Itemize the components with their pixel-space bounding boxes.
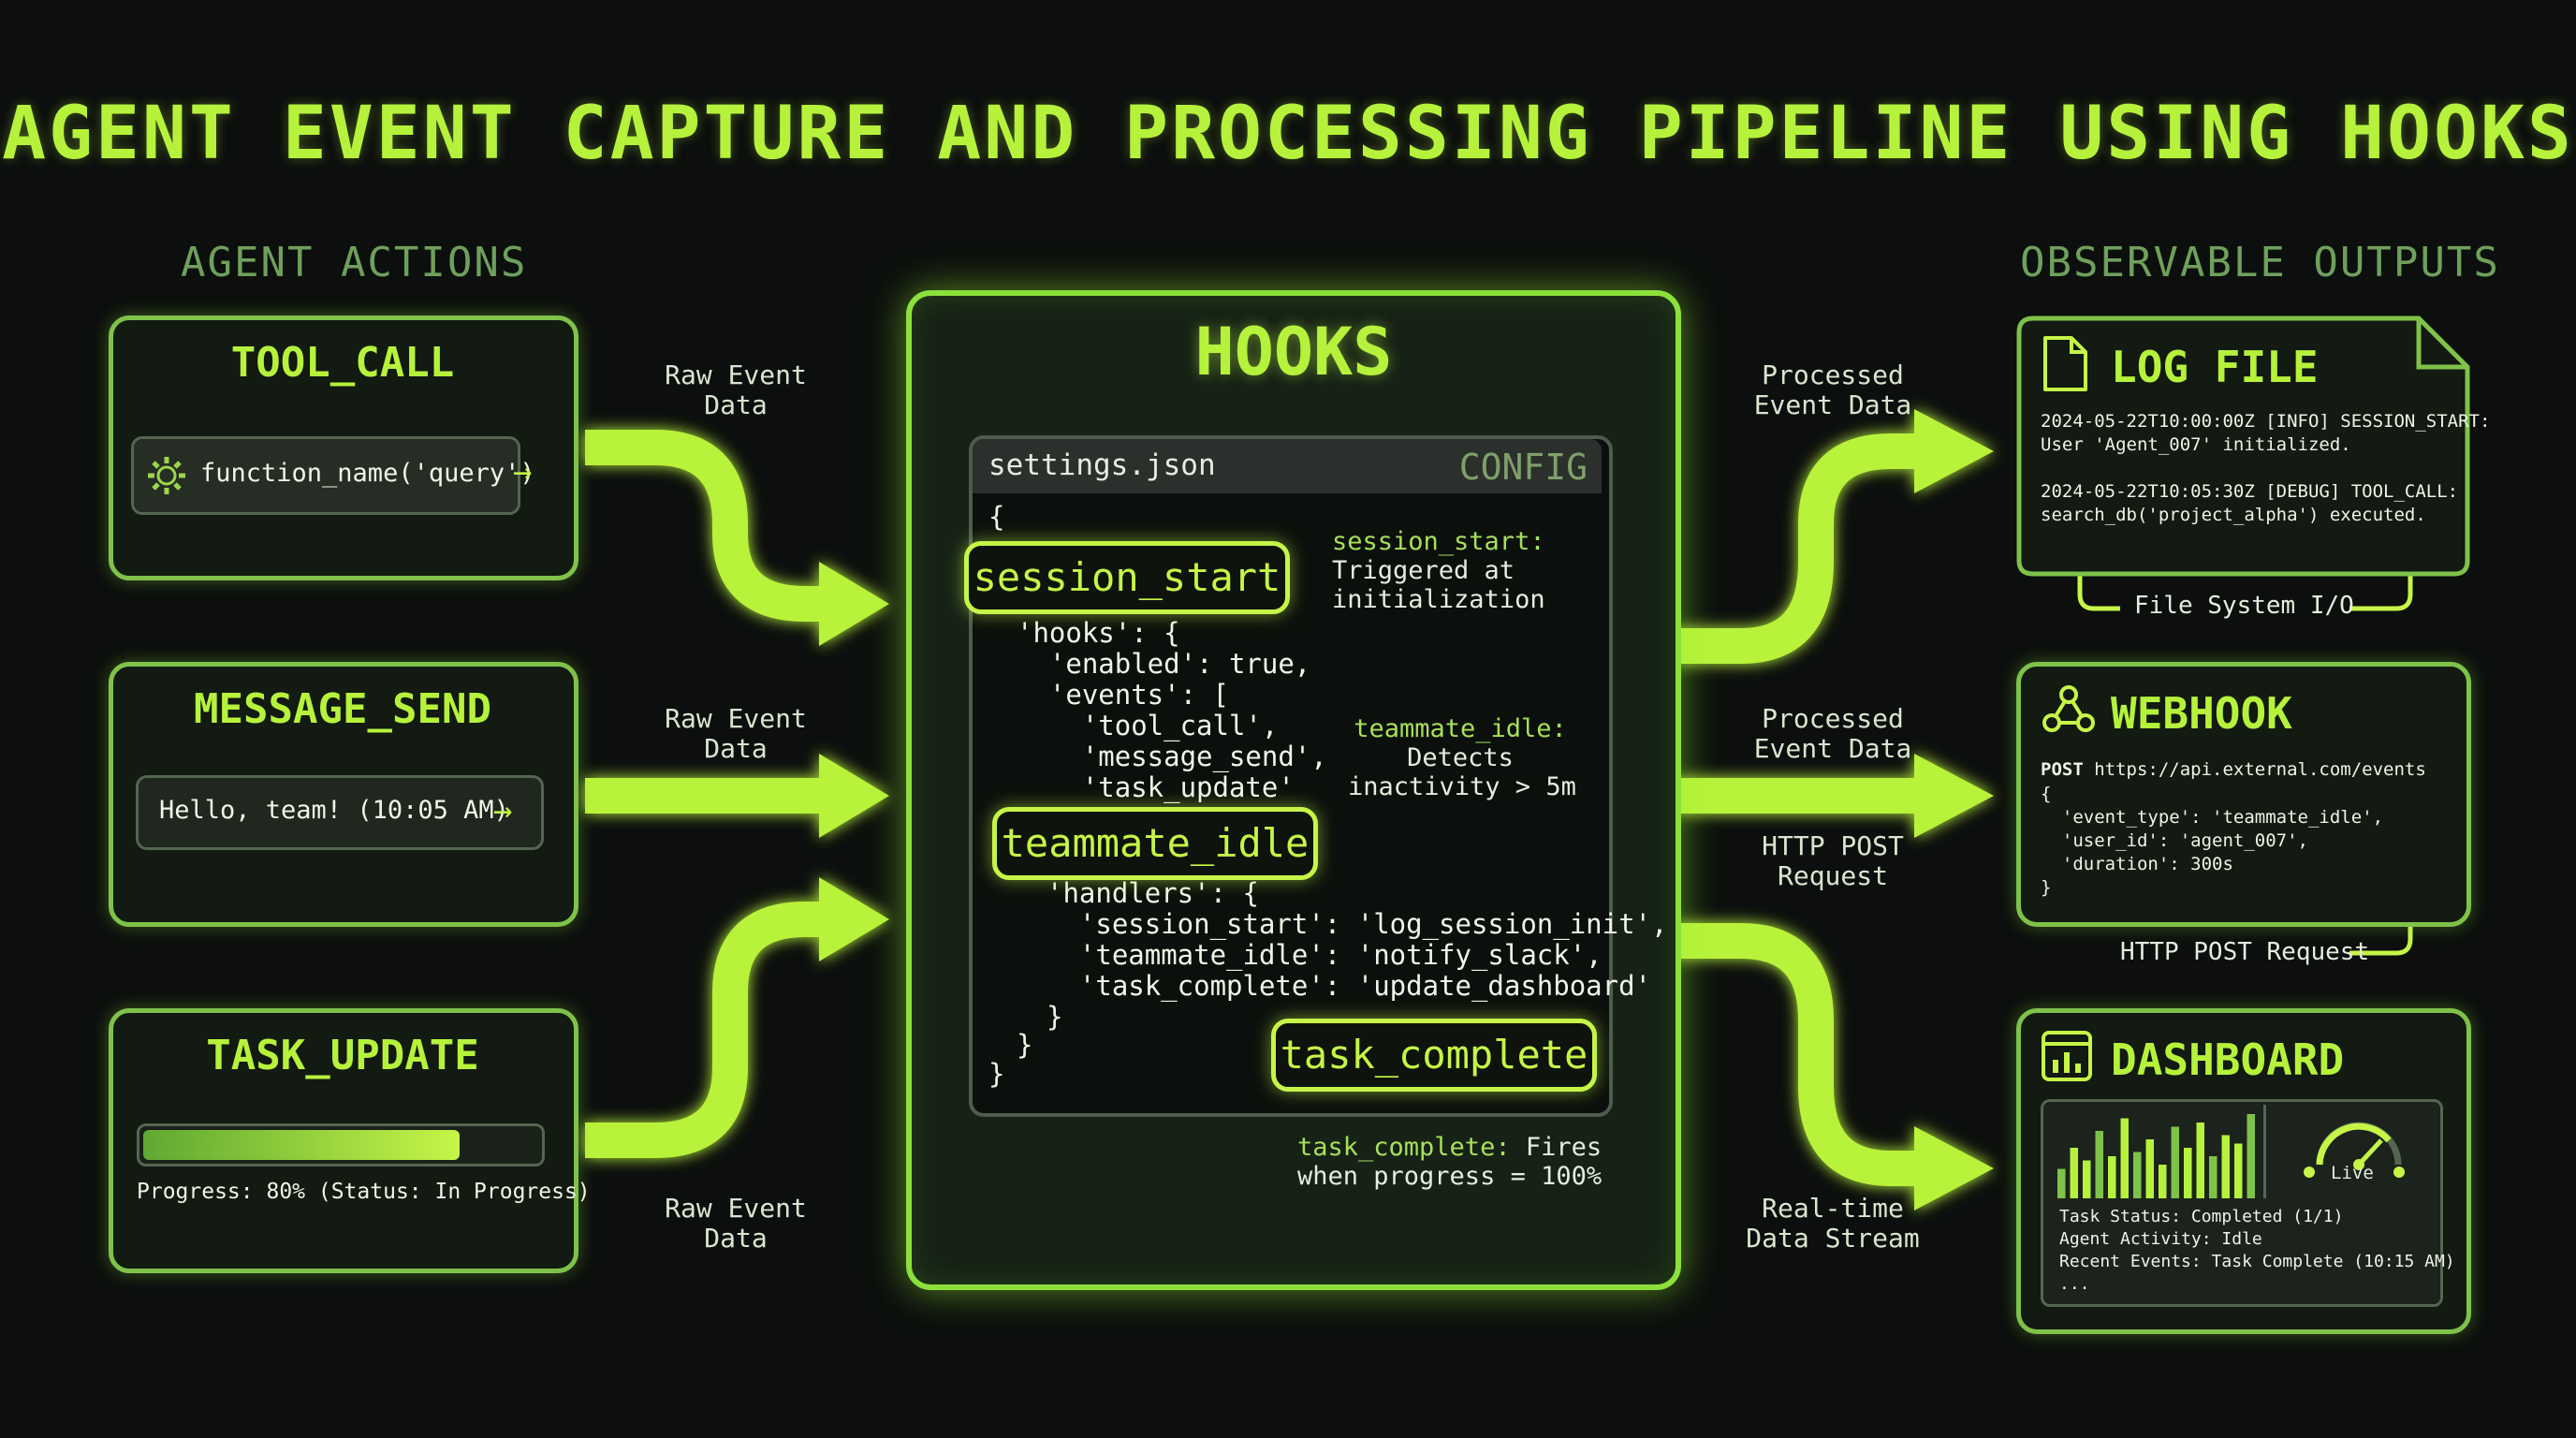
dashboard-title: DASHBOARD [2111, 1034, 2345, 1085]
log-file-title: LOG FILE [2111, 342, 2319, 392]
hook-session-start: session_start [964, 541, 1290, 614]
hook-task-complete: task_complete [1271, 1019, 1597, 1092]
annotation-teammate-idle-key: teammate_idle: [1354, 714, 1567, 743]
dashboard-bar [2159, 1165, 2167, 1198]
dashboard-bar [2095, 1131, 2103, 1198]
annotation-session-start-key: session_start: [1332, 527, 1545, 556]
output-arrow-log [1676, 433, 1919, 664]
section-label-outputs: OBSERVABLE OUTPUTS [2020, 239, 2500, 286]
dashboard-bar [2145, 1139, 2154, 1198]
progress-label: 80% [467, 1132, 503, 1154]
dashboard-bar [2196, 1123, 2204, 1198]
output-arrow-dashboard [1676, 923, 1919, 1186]
flow-label-stream: Real-time Data Stream [1746, 1193, 1920, 1254]
dashboard-bar-chart [2057, 1114, 2255, 1198]
webhook-request-line: POST https://api.external.com/events [2041, 758, 2426, 782]
dashboard-bar [2108, 1156, 2116, 1198]
webhook-title: WEBHOOK [2111, 688, 2292, 739]
task-status-text: Progress: 80% (Status: In Progress) [137, 1180, 591, 1204]
arrow-right-icon: → [513, 453, 533, 491]
flow-label-http: HTTP POST Request [1762, 830, 1904, 891]
dashboard-bar [2184, 1148, 2192, 1198]
webhook-panel [2016, 662, 2471, 927]
task-update-title: TASK_UPDATE [206, 1032, 479, 1079]
hook-teammate-idle: teammate_idle [992, 807, 1318, 880]
dashboard-bar [2120, 1118, 2129, 1198]
file-name: settings.json [988, 448, 1216, 482]
document-icon [2041, 335, 2089, 397]
code-open-brace: { [988, 501, 1005, 533]
annotation-task-complete-key: task_complete: [1297, 1133, 1511, 1162]
dashboard-bar [2221, 1135, 2230, 1198]
annotation-task-complete-text-2: when progress = 100% [1297, 1162, 1603, 1191]
code-close-2: } [988, 1058, 1005, 1090]
webhook-icon [2041, 683, 2097, 740]
page-title: AGENT EVENT CAPTURE AND PROCESSING PIPEL… [2, 92, 2574, 176]
tool-call-chip [131, 436, 520, 515]
live-dot-right [2393, 1165, 2406, 1182]
annotation-teammate-idle-text: Detects inactivity > 5m [1348, 743, 1576, 801]
tool-call-code: function_name('query') [200, 459, 535, 488]
log-file-lines: 2024-05-22T10:00:00Z [INFO] SESSION_STAR… [2041, 411, 2491, 525]
annotation-teammate-idle: teammate_idle: Detects inactivity > 5m [1348, 714, 1576, 801]
annotation-session-start-text: Triggered at initialization [1332, 556, 1545, 614]
progress-bar-track: 80% [137, 1123, 545, 1167]
webhook-method: POST [2041, 759, 2084, 780]
dashboard-bar [2234, 1143, 2243, 1198]
webhook-loop-label: HTTP POST Request [2120, 938, 2370, 966]
progress-bar-fill [143, 1130, 460, 1160]
gauge-label: Live [2331, 1163, 2374, 1183]
code-handlers-block: 'handlers': { 'session_start': 'log_sess… [1046, 877, 1668, 1033]
dashboard-status: Task Status: Completed (1/1) Agent Activ… [2059, 1207, 2455, 1294]
message-send-title: MESSAGE_SEND [194, 685, 491, 733]
webhook-url: https://api.external.com/events [2083, 759, 2426, 780]
section-label-actions: AGENT ACTIONS [181, 239, 528, 286]
dashboard-bar [2070, 1148, 2078, 1198]
message-bubble [136, 775, 544, 850]
code-close-1: } [1017, 1029, 1033, 1061]
flow-label-raw-1: Raw Event Data [665, 360, 807, 420]
input-arrow-tool-call [585, 430, 824, 622]
gear-icon [144, 453, 189, 502]
live-dot-left [2303, 1165, 2316, 1182]
gauge-icon [2303, 1107, 2415, 1185]
tool-call-title: TOOL_CALL [230, 339, 455, 387]
flow-label-raw-3: Raw Event Data [665, 1193, 807, 1254]
flow-label-processed-1: Processed Event Data [1753, 360, 1912, 420]
dashboard-screen [2041, 1099, 2443, 1307]
editor-titlebar [973, 439, 1602, 493]
annotation-session-start: session_start: Triggered at initializati… [1332, 527, 1545, 614]
dashboard-bar [2057, 1168, 2066, 1198]
dashboard-divider [2263, 1105, 2266, 1198]
flow-label-raw-2: Raw Event Data [665, 703, 807, 764]
chart-icon [2041, 1030, 2093, 1086]
annotation-task-complete: task_complete: Fires when progress = 100… [1297, 1133, 1602, 1191]
dashboard-bar [2247, 1114, 2255, 1198]
hooks-title: HOOKS [1194, 314, 1393, 390]
log-loop-label: File System I/O [2134, 592, 2354, 620]
annotation-task-complete-text-1: Fires [1510, 1133, 1603, 1162]
flow-label-processed-2: Processed Event Data [1753, 703, 1912, 764]
input-arrow-task-update [585, 902, 824, 1158]
dashboard-bar [2083, 1160, 2091, 1198]
dashboard-bar [2133, 1152, 2142, 1198]
dashboard-bar [2171, 1126, 2179, 1198]
arrow-right-icon: → [493, 792, 513, 829]
config-label: CONFIG [1458, 447, 1588, 488]
dashboard-bar [2209, 1156, 2217, 1198]
log-file-panel [2016, 315, 2471, 581]
webhook-body: { 'event_type': 'teammate_idle', 'user_i… [2041, 784, 2384, 898]
code-hooks-block: 'hooks': { 'enabled': true, 'events': [ … [1017, 617, 1327, 803]
message-text: Hello, team! (10:05 AM) [159, 796, 509, 825]
